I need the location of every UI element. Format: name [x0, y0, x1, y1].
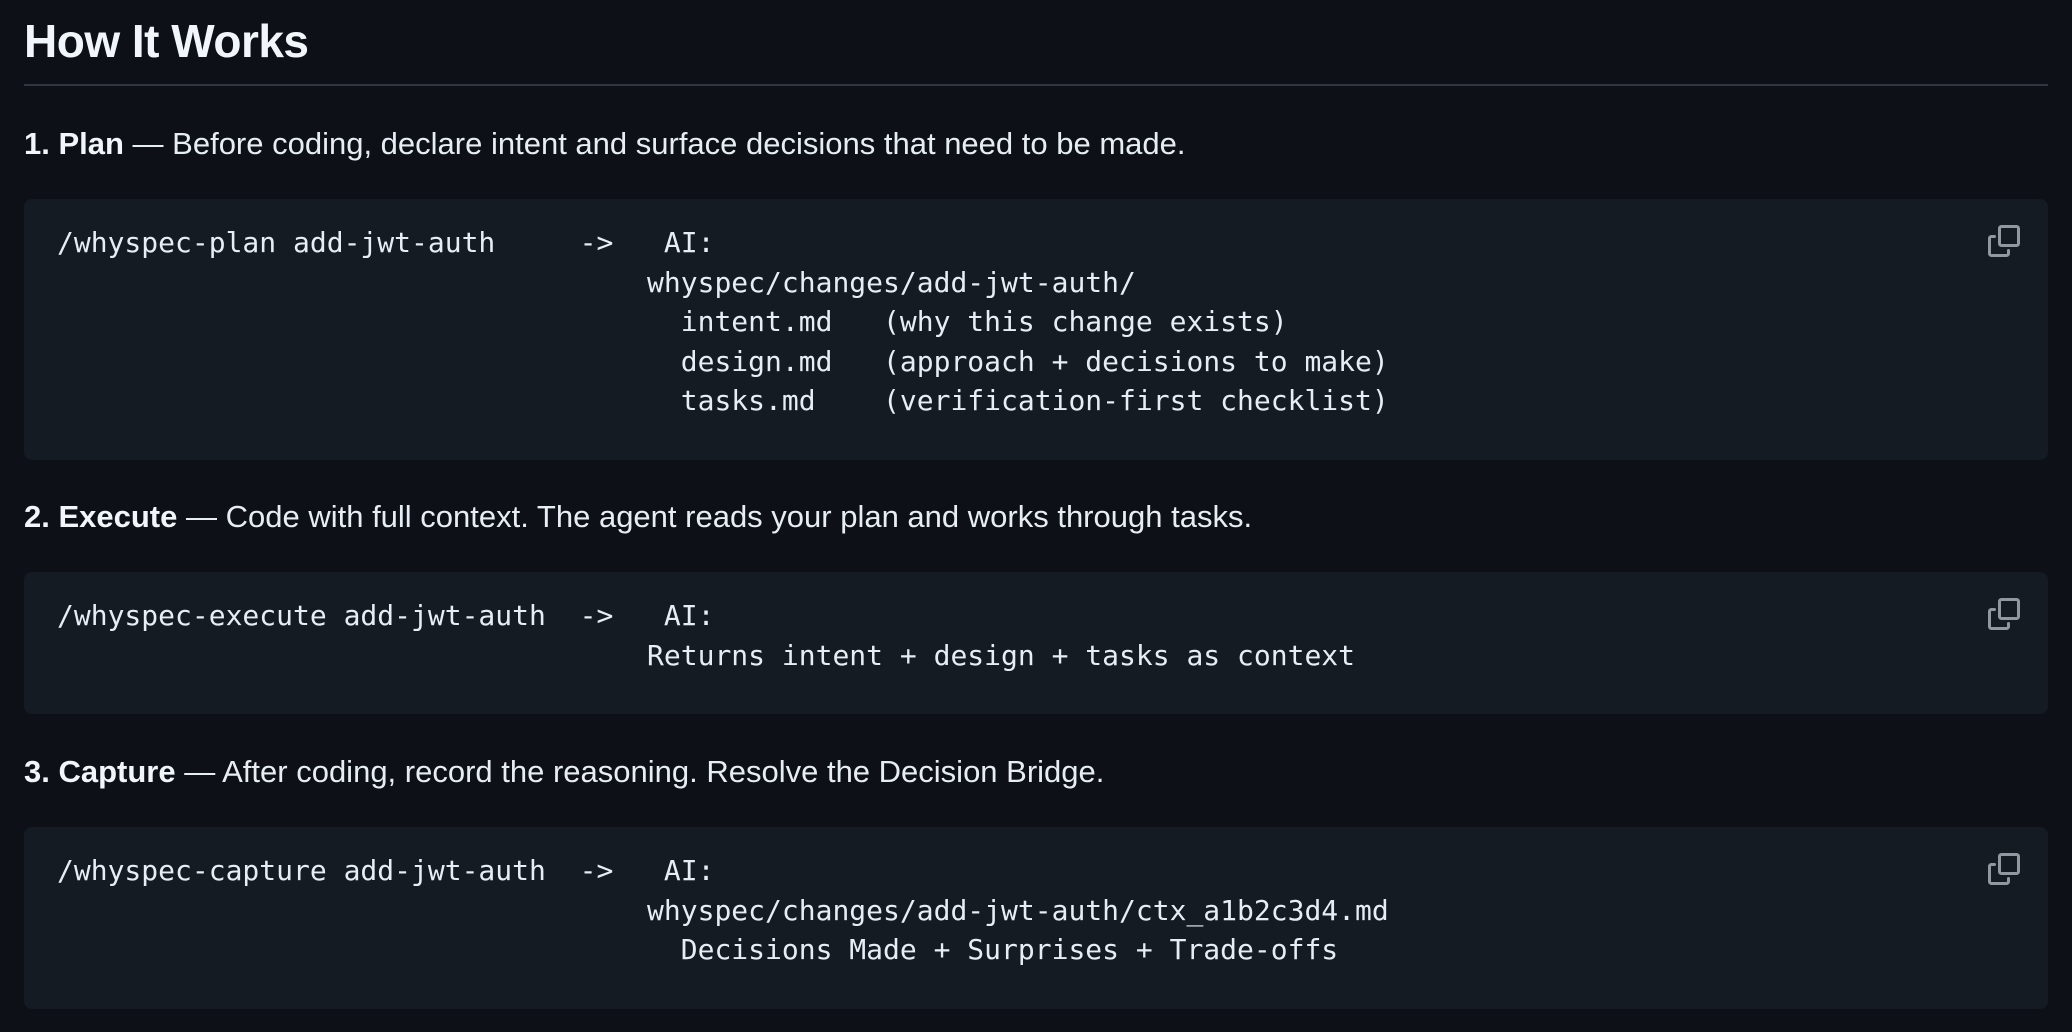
- code-plan: /whyspec-plan add-jwt-auth -> AI: whyspe…: [57, 226, 1389, 417]
- step-plan-label: 1. Plan: [24, 126, 124, 161]
- code-block-plan: /whyspec-plan add-jwt-auth -> AI: whyspe…: [24, 199, 2048, 460]
- copy-icon: [1988, 853, 2020, 885]
- code-execute: /whyspec-execute add-jwt-auth -> AI: Ret…: [57, 599, 1356, 672]
- step-execute-text: 2. Execute — Code with full context. The…: [24, 497, 1252, 537]
- code-capture: /whyspec-capture add-jwt-auth -> AI: why…: [57, 854, 1389, 966]
- copy-icon: [1988, 598, 2020, 630]
- step-capture-description: — After coding, record the reasoning. Re…: [175, 754, 1105, 789]
- heading-divider: [24, 84, 2048, 86]
- step-execute-label: 2. Execute: [24, 499, 178, 534]
- code-block-capture: /whyspec-capture add-jwt-auth -> AI: why…: [24, 827, 2048, 1009]
- step-execute-description: — Code with full context. The agent read…: [177, 499, 1253, 534]
- copy-button-execute[interactable]: [1986, 596, 2022, 632]
- step-capture-text: 3. Capture — After coding, record the re…: [24, 752, 1104, 792]
- step-capture-label: 3. Capture: [24, 754, 176, 789]
- section-heading: How It Works: [24, 15, 309, 67]
- copy-icon: [1988, 225, 2020, 257]
- step-plan-text: 1. Plan — Before coding, declare intent …: [24, 124, 1186, 164]
- copy-button-plan[interactable]: [1986, 223, 2022, 259]
- copy-button-capture[interactable]: [1986, 851, 2022, 887]
- code-block-execute: /whyspec-execute add-jwt-auth -> AI: Ret…: [24, 572, 2048, 714]
- step-plan-description: — Before coding, declare intent and surf…: [123, 126, 1186, 161]
